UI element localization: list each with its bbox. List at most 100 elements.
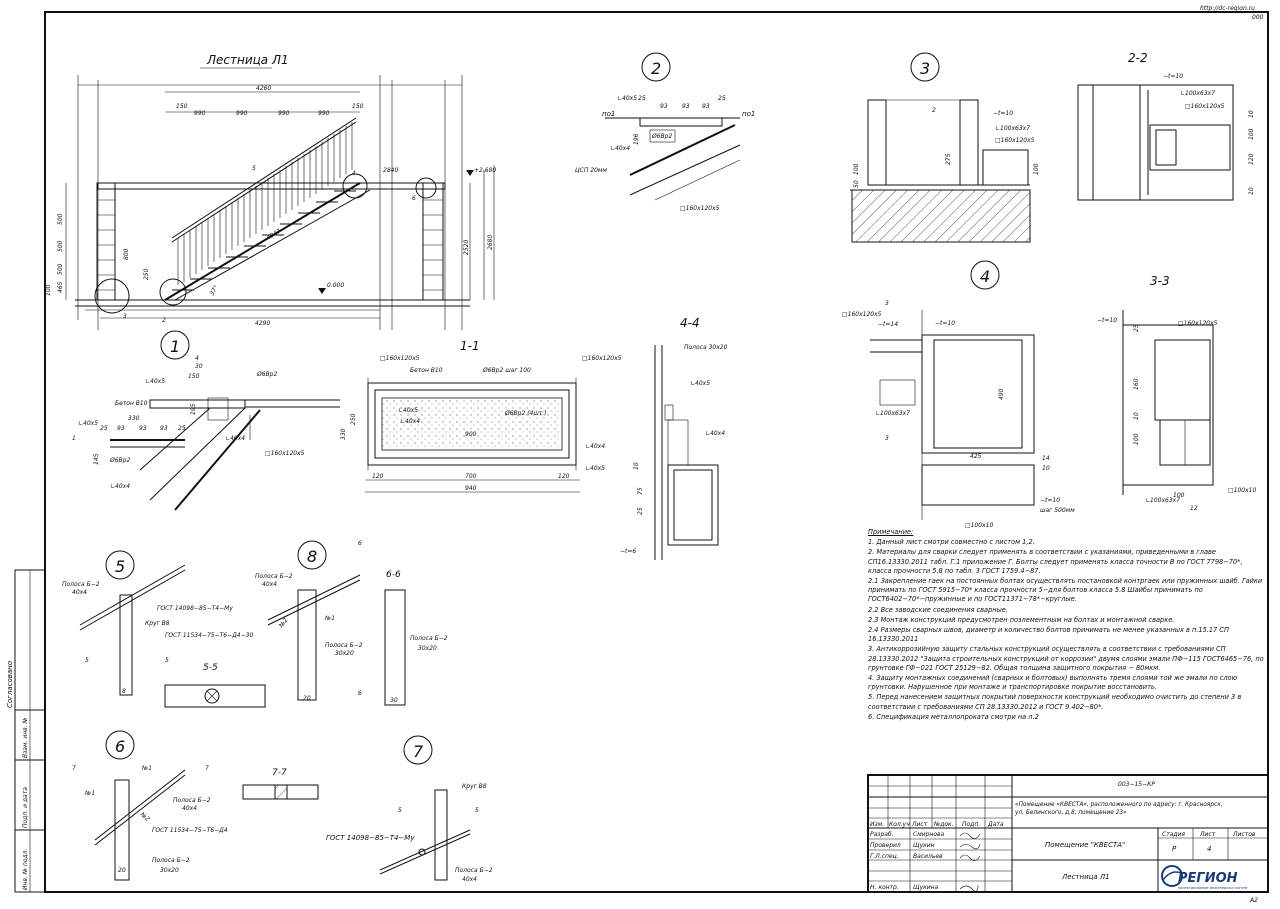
d4-10: 10 <box>1042 465 1050 472</box>
d8-strip40: 40х4 <box>262 581 277 588</box>
stamp-sheets-h: Листов <box>1232 831 1256 838</box>
d6-sec7r: 7 <box>205 765 209 772</box>
s11-rod-step: Ø6Вр2 шаг 100 <box>482 367 531 374</box>
s33-d3: 100 <box>1133 433 1140 445</box>
d8-strip2: Полоса Б−2 <box>325 642 363 649</box>
stamp-name3: Щукина <box>913 884 939 891</box>
detail-8: 8 Полоса Б−2 40х4 №1 №2 Полоса Б−2 30х20… <box>255 540 363 702</box>
d6-gost3: ГОСТ 11534−75−Т6−Д4 <box>152 827 228 834</box>
d2-c40x4: ∟40х4 <box>610 145 630 152</box>
s11-pipe-l: □160х120х5 <box>380 355 420 362</box>
notes-block: Примечание: 1. Данный лист смотри совмес… <box>868 528 1268 723</box>
title-block: Изм. Кол.уч Лист №док. Подп. Дата Разраб… <box>867 774 1269 904</box>
sidebar-inv: Инв. № подл. <box>22 849 29 890</box>
s44-d2: 25 <box>637 507 644 515</box>
d4-sec3b: 3 <box>885 435 889 442</box>
level-top: +2.680 <box>474 167 496 174</box>
s11-dim1: 700 <box>465 473 477 480</box>
s33-c100: ∟100х63х7 <box>1145 497 1180 504</box>
d2-pos-l: по1 <box>602 110 615 118</box>
dim-2680: 2680 <box>487 235 494 250</box>
section-5-5: 5-5 <box>164 663 266 708</box>
sidebar-stamp: Согласовано Взам. инв. № Подп. и дата Ин… <box>6 569 46 893</box>
d1-rod6: Ø6Вр2 <box>256 371 277 378</box>
dim-left-2: 500 <box>57 263 64 275</box>
d8-strip: Полоса Б−2 <box>255 573 293 580</box>
d1-sec4: 4 <box>195 355 199 362</box>
d1-c40x4b: ∟40х4 <box>110 483 130 490</box>
d5-secl: 5 <box>85 657 89 664</box>
d5-gost1: ГОСТ 14098−85−Т4−Му <box>157 605 233 612</box>
d4-425: 425 <box>970 453 982 460</box>
stamp-role3: Н. контр. <box>870 884 899 891</box>
mark-5: 5 <box>252 165 256 172</box>
sec66-title: 6-6 <box>386 570 401 580</box>
s22-pipe160: □160х120х5 <box>1185 103 1225 110</box>
d3-c100: ∟100х63х7 <box>995 125 1030 132</box>
section-2-2: 2-2 −t=10 ∟100х63х7 □160х120х5 10 100 12… <box>1077 51 1255 201</box>
d2-dim1: 93 <box>660 103 668 110</box>
callout-7: 7 <box>413 742 424 761</box>
d1-dim1: 93 <box>117 425 125 432</box>
detail-5: 5 Полоса Б−2 40х4 ГОСТ 14098−85−Т4−Му Кр… <box>62 550 253 696</box>
s44-t6: −t=6 <box>620 548 636 555</box>
s44-d1: 75 <box>637 487 644 495</box>
d5-strip40: 40х4 <box>72 589 87 596</box>
stamp-name1: Щукин <box>913 842 935 849</box>
callout-2: 2 <box>651 59 661 78</box>
d4-t10: −t=10 <box>935 320 955 327</box>
s66-30: 30 <box>390 697 398 704</box>
dim-2520: 2520 <box>463 240 470 255</box>
d2-dim196: 196 <box>633 133 640 145</box>
d6-sec7l: 7 <box>72 765 76 772</box>
d3-sec2: 2 <box>932 107 936 114</box>
site-url: http://dc-region.ru <box>1200 5 1255 12</box>
s33-pipe160: □160х120х5 <box>1178 320 1218 327</box>
section-7-7: 7-7 <box>242 768 319 800</box>
d8-sec6b: 6 <box>358 690 362 697</box>
s44-d0: 10 <box>633 462 640 470</box>
note-1: 1. Данный лист смотри совместно с листом… <box>868 538 1035 547</box>
d1-dim150: 150 <box>188 373 200 380</box>
d4-sec3t: 3 <box>885 300 889 307</box>
site-code: 000 <box>1252 14 1264 21</box>
note-2-3: 2.3 Монтаж конструкций предусмотрен позл… <box>868 615 1175 624</box>
stamp-sheet-name: Лестница Л1 <box>1061 873 1110 881</box>
dim-250: 250 <box>143 268 150 280</box>
d4-14: 14 <box>1042 455 1050 462</box>
sec33-title: 3-3 <box>1150 274 1170 288</box>
d1-c40x5b: ∟40х5 <box>78 420 98 427</box>
s11-total: 940 <box>465 485 477 492</box>
stamp-object-line2: ул. Белинского, д.8, помещение 23» <box>1014 810 1127 816</box>
sidebar-agreed: Согласовано <box>6 661 14 708</box>
d1-dim330: 330 <box>128 415 140 422</box>
s44-c40x4: ∟40х4 <box>705 430 725 437</box>
stamp-name2: Васильев <box>913 853 943 860</box>
section-1-1: 1-1 120 700 120 940 900 250 330 Бетон В1… <box>340 339 622 493</box>
s22-t10: −t=10 <box>1163 73 1183 80</box>
detail-circle-3 <box>94 278 130 314</box>
stamp-sheet-h: Лист <box>1199 831 1216 838</box>
sheet-format: А2 <box>1249 897 1258 904</box>
note-3: 3. Антикоррозийную защиту стальных конст… <box>868 645 1264 672</box>
d1-c40x4: ∟40х4 <box>225 435 245 442</box>
s11-330: 330 <box>340 428 347 440</box>
sidebar-replace: Взам. инв. № <box>22 717 29 758</box>
s33-pipe100: □100х10 <box>1228 487 1256 494</box>
dim-left-1: 500 <box>57 240 64 252</box>
note-4: 4. Защиту монтажных соединений (сварных … <box>868 674 1238 692</box>
s33-d0: 25 <box>1133 324 1140 332</box>
d1-pipe160: □160х120х5 <box>265 450 305 457</box>
d1-sec1: 1 <box>72 435 76 442</box>
d2-dim0: 25 <box>638 95 646 102</box>
d4-t14: −t=14 <box>878 321 898 328</box>
sec22-title: 2-2 <box>1128 51 1148 65</box>
main-title: Лестница Л1 <box>206 53 289 67</box>
note-2: 2. Материалы для сварки следует применят… <box>868 548 1243 575</box>
d5-8: 8 <box>122 688 126 695</box>
d6-n1a: №1 <box>84 790 95 797</box>
company-name: РЕГИОН <box>1178 871 1238 886</box>
d1-c40x5: ∟40х5 <box>145 378 165 385</box>
note-2-2: 2.2 Все заводские соединения сварные. <box>868 605 1008 614</box>
d1-beton: Бетон В10 <box>115 400 148 407</box>
